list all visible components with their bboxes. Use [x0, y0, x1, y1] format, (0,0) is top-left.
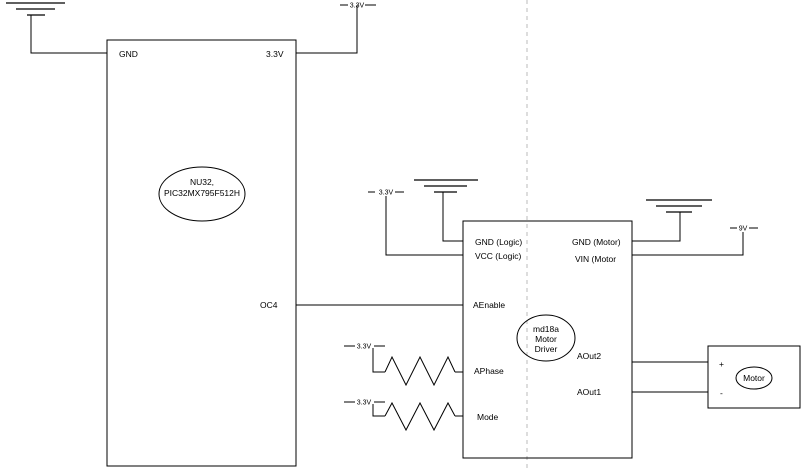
ground-symbol-motor [646, 199, 712, 213]
wire-gnd-logic [442, 192, 463, 242]
mcu-block [106, 39, 297, 467]
motor-plus-label: + [719, 359, 724, 369]
mcu-name-line2: PIC32MX795F512H [164, 188, 240, 198]
driver-name-ellipse [516, 314, 576, 362]
driver-name-line2: Motor [535, 334, 557, 344]
ground-symbol-logic [414, 179, 478, 193]
driver-gnd-motor-label: GND (Motor) [572, 237, 621, 247]
mcu-3v3-pin-label: 3.3V [266, 49, 284, 59]
driver-vin-motor-label: VIN (Motor [575, 254, 616, 264]
resistor-mode [384, 401, 456, 432]
driver-aenable-label: AEnable [473, 300, 505, 310]
ground-symbol-mcu [6, 2, 65, 16]
supply-3v3-aphase-label: 3.3V [357, 344, 372, 351]
supply-3v3-logic-label: 3.3V [379, 190, 394, 197]
mcu-name-ellipse [158, 166, 246, 222]
driver-name-line1: md18a [533, 324, 559, 334]
motor-minus-label: - [720, 388, 723, 398]
wire-mode-top [372, 404, 385, 417]
wire-mcu-3v3 [296, 5, 358, 54]
supply-3v3-mode-label: 3.3V [357, 400, 372, 407]
wire-mcu-gnd [30, 15, 107, 54]
motor-block [707, 345, 801, 409]
driver-name-line3: Driver [535, 344, 558, 354]
wire-vin-motor [632, 232, 744, 256]
wire-vcc-logic [385, 196, 463, 256]
driver-mode-label: Mode [477, 412, 499, 422]
motor-name-ellipse [735, 366, 773, 390]
mcu-gnd-pin-label: GND [119, 49, 138, 59]
driver-aout2-label: AOut2 [577, 351, 601, 361]
resistor-aphase [384, 355, 456, 387]
wire-aphase-top [372, 348, 385, 373]
wire-gnd-motor [632, 212, 681, 242]
mcu-name-line1: NU32, [190, 177, 214, 187]
driver-aphase-label: APhase [474, 366, 504, 376]
motor-name-label: Motor [743, 373, 765, 383]
supply-3v3-top-label: 3.3V [350, 3, 365, 10]
driver-block [462, 220, 633, 459]
driver-gnd-logic-label: GND (Logic) [475, 237, 522, 247]
supply-9v-label: 9V [739, 226, 748, 233]
mcu-oc4-pin-label: OC4 [260, 300, 278, 310]
driver-aout1-label: AOut1 [577, 387, 601, 397]
driver-vcc-logic-label: VCC (Logic) [475, 251, 521, 261]
